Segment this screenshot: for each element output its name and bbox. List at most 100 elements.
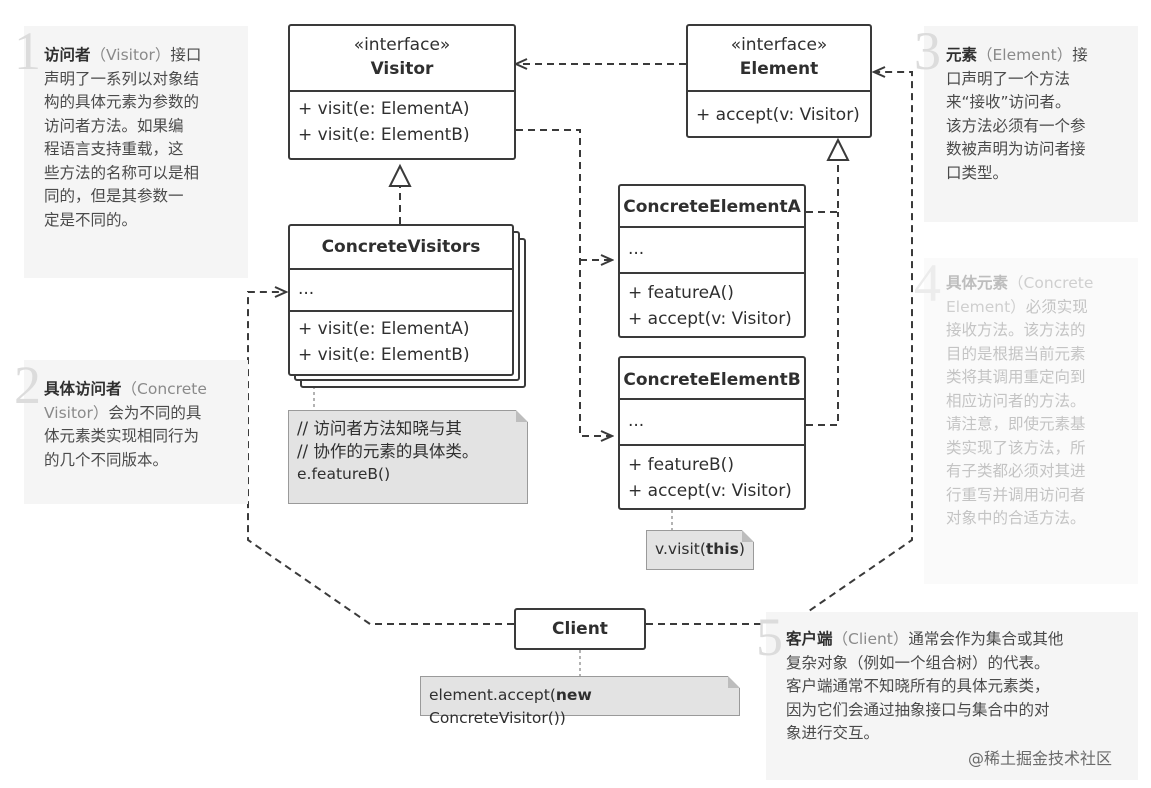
note-segment: 接收方法。该方法的 [946, 321, 1086, 339]
note-line: 口类型。 [946, 162, 1136, 186]
note-line: 体元素类实现相同行为 [44, 425, 244, 449]
client-to-element-line [646, 72, 913, 625]
note-line: 象进行交互。 [786, 722, 1136, 746]
concrete-element-b-methods: + featureB() + accept(v: Visitor) [620, 444, 804, 510]
note-line: 声明了一系列以对象结 [44, 68, 244, 92]
note-segment: 接口 [170, 46, 202, 64]
note-segment: （Concrete [1008, 274, 1094, 292]
note-line: Element）必须实现 [946, 296, 1136, 320]
note-segment: 些方法的名称可以是相 [44, 163, 200, 182]
note-segment: 声明了一系列以对象结 [44, 69, 200, 88]
note-segment: （Client） [832, 630, 909, 648]
visitor-methods: + visit(e: ElementA) + visit(e: ElementB… [290, 90, 514, 154]
note-line: 定是不同的。 [44, 209, 244, 233]
note-segment: 该方法必须有一个参 [946, 116, 1086, 135]
note-segment: 类实现了该方法，所 [946, 438, 1086, 457]
note-text: 客户端（Client）通常会作为集合或其他复杂对象（例如一个组合树）的代表。客户… [786, 628, 1136, 746]
visitor-code-note: // 访问者方法知晓与其 // 协作的元素的具体类。 e.featureB() [288, 410, 528, 504]
element-methods: + accept(v: Visitor) [688, 90, 870, 134]
note-line: 行重写并调用访问者 [946, 484, 1136, 508]
visitor-interface-box: «interface» Visitor + visit(e: ElementA)… [288, 24, 516, 160]
element-a-realization-line [806, 160, 839, 213]
note-fold [516, 410, 528, 422]
note-term: 具体元素 [946, 274, 1009, 292]
visitor-stereotype: «interface» [353, 35, 451, 55]
note-number: 3 [914, 21, 941, 81]
note-number: 1 [14, 21, 41, 81]
note-segment: 口声明了一个方法 [946, 69, 1071, 88]
note-segment: （Concrete [121, 380, 207, 398]
note-line: 请注意，即使元素基 [946, 413, 1136, 437]
note-line: 具体元素（Concrete [946, 272, 1136, 296]
note-term: 客户端 [786, 630, 833, 648]
code-comment: // 访问者方法知晓与其 [297, 419, 462, 438]
client-to-concrete-visitors-line [247, 292, 514, 625]
note-segment: 通常会作为集合或其他 [908, 630, 1064, 648]
code-line: e.featureB() [297, 465, 391, 483]
note-line: 类实现了该方法，所 [946, 437, 1136, 461]
note-segment: 请注意，即使元素基 [946, 415, 1086, 433]
code-text: element.accept( [429, 686, 556, 704]
note-term: 元素 [946, 46, 978, 64]
note-line: 因为它们会通过抽象接口与集合中的对 [786, 699, 1136, 723]
concrete-visitors-name: ConcreteVisitors [321, 237, 481, 257]
concrete-element-a-box: ConcreteElementA ... + featureA() + acce… [618, 184, 806, 338]
note-segment: 有子类都必须对其进 [946, 462, 1086, 480]
note-line: 访问者（Visitor）接口 [44, 44, 244, 68]
concrete-element-a-fields: ... [620, 226, 804, 272]
note-line: 程语言支持重载，这 [44, 138, 244, 162]
note-line: 同的，但是其参数一 [44, 185, 244, 209]
note-term: 具体访问者 [44, 380, 122, 398]
note-segment: 同的，但是其参数一 [44, 187, 184, 205]
element-realization-triangle [826, 137, 850, 161]
element-stereotype: «interface» [730, 35, 828, 55]
note-visitor: 1 访问者（Visitor）接口声明了一系列以对象结构的具体元素为参数的访问者方… [14, 24, 248, 278]
note-number: 2 [14, 355, 41, 415]
code-comment: // 协作的元素的具体类。 [297, 442, 479, 461]
note-line: 具体访问者（Concrete [44, 378, 244, 402]
method: + accept(v: Visitor) [696, 105, 860, 125]
note-line: 接收方法。该方法的 [946, 319, 1136, 343]
note-line: 数被声明为访问者接 [946, 138, 1136, 162]
note-fold [728, 676, 740, 688]
note-segment: 因为它们会通过抽象接口与集合中的对 [786, 700, 1050, 719]
element-code-note: v.visit(this) [646, 530, 754, 570]
concrete-visitors-fields: ... [290, 268, 512, 310]
note-text: 访问者（Visitor）接口声明了一系列以对象结构的具体元素为参数的访问者方法。… [44, 44, 244, 232]
note-line: 些方法的名称可以是相 [44, 162, 244, 186]
note-line: 的几个不同版本。 [44, 449, 244, 473]
note-line: 该方法必须有一个参 [946, 115, 1136, 139]
note-line: 口声明了一个方法 [946, 68, 1136, 92]
visitor-name: Visitor [370, 59, 434, 79]
note-element: 3 元素（Element）接口声明了一个方法来“接收”访问者。该方法必须有一个参… [914, 24, 1138, 222]
note-segment: 行重写并调用访问者 [946, 485, 1086, 504]
note-segment: 复杂对象（例如一个组合树）的代表。 [786, 653, 1050, 672]
note-segment: 构的具体元素为参数的 [44, 93, 200, 111]
element-b-realization-line [806, 212, 839, 426]
concrete-element-b-fields: ... [620, 398, 804, 444]
note-segment: 口类型。 [946, 163, 1009, 182]
note-number: 4 [914, 253, 941, 313]
concrete-element-a-methods: + featureA() + accept(v: Visitor) [620, 272, 804, 338]
note-line: 来“接收”访问者。 [946, 91, 1136, 115]
element-interface-box: «interface» Element + accept(v: Visitor) [686, 24, 872, 138]
concrete-element-a-name: ConcreteElementA [623, 197, 801, 217]
note-segment: 程语言支持重载，这 [44, 140, 184, 158]
visitor-to-elements-line [516, 129, 612, 436]
concrete-element-b-name: ConcreteElementB [623, 370, 801, 390]
note-segment: 访问者方法。如果编 [44, 116, 184, 135]
note-segment: （Element） [977, 46, 1073, 64]
note-segment: Element） [946, 297, 1026, 316]
watermark: @稀土掘金技术社区 [968, 749, 1113, 768]
visitor-realization-triangle [388, 163, 412, 187]
code-text: ConcreteVisitor()) [429, 709, 566, 727]
method: + visit(e: ElementB) [298, 345, 470, 365]
note-term: 访问者 [44, 46, 91, 64]
note-line: 客户端（Client）通常会作为集合或其他 [786, 628, 1136, 652]
note-line: 客户端通常不知晓所有的具体元素类， [786, 675, 1136, 699]
note-segment: 的几个不同版本。 [44, 450, 169, 469]
note-segment: 接 [1072, 46, 1088, 64]
method: + accept(v: Visitor) [628, 309, 792, 329]
